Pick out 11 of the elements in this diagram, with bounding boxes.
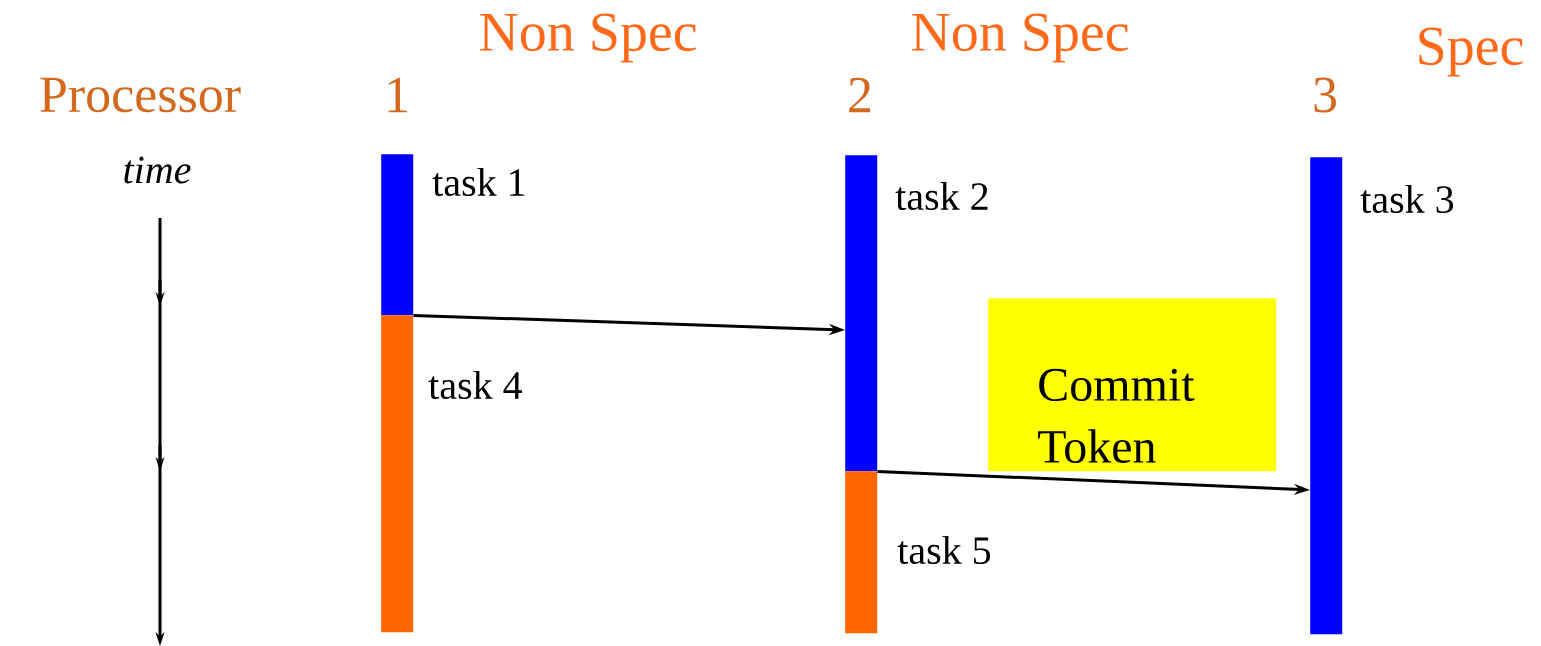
axis-label: time — [124, 156, 191, 184]
task-label: task 3 — [1360, 184, 1454, 214]
row-heading: Processor — [40, 77, 241, 113]
task-label: task 5 — [897, 535, 991, 565]
column-heading: Non Spec — [480, 13, 696, 63]
token-box: Commit Token — [988, 298, 1277, 472]
task-label: task 2 — [895, 181, 988, 211]
task-label: task 4 — [428, 370, 522, 400]
task-label: task 1 — [432, 167, 525, 197]
column-heading: Non Spec — [912, 13, 1128, 63]
column-heading: Spec — [1419, 27, 1523, 77]
